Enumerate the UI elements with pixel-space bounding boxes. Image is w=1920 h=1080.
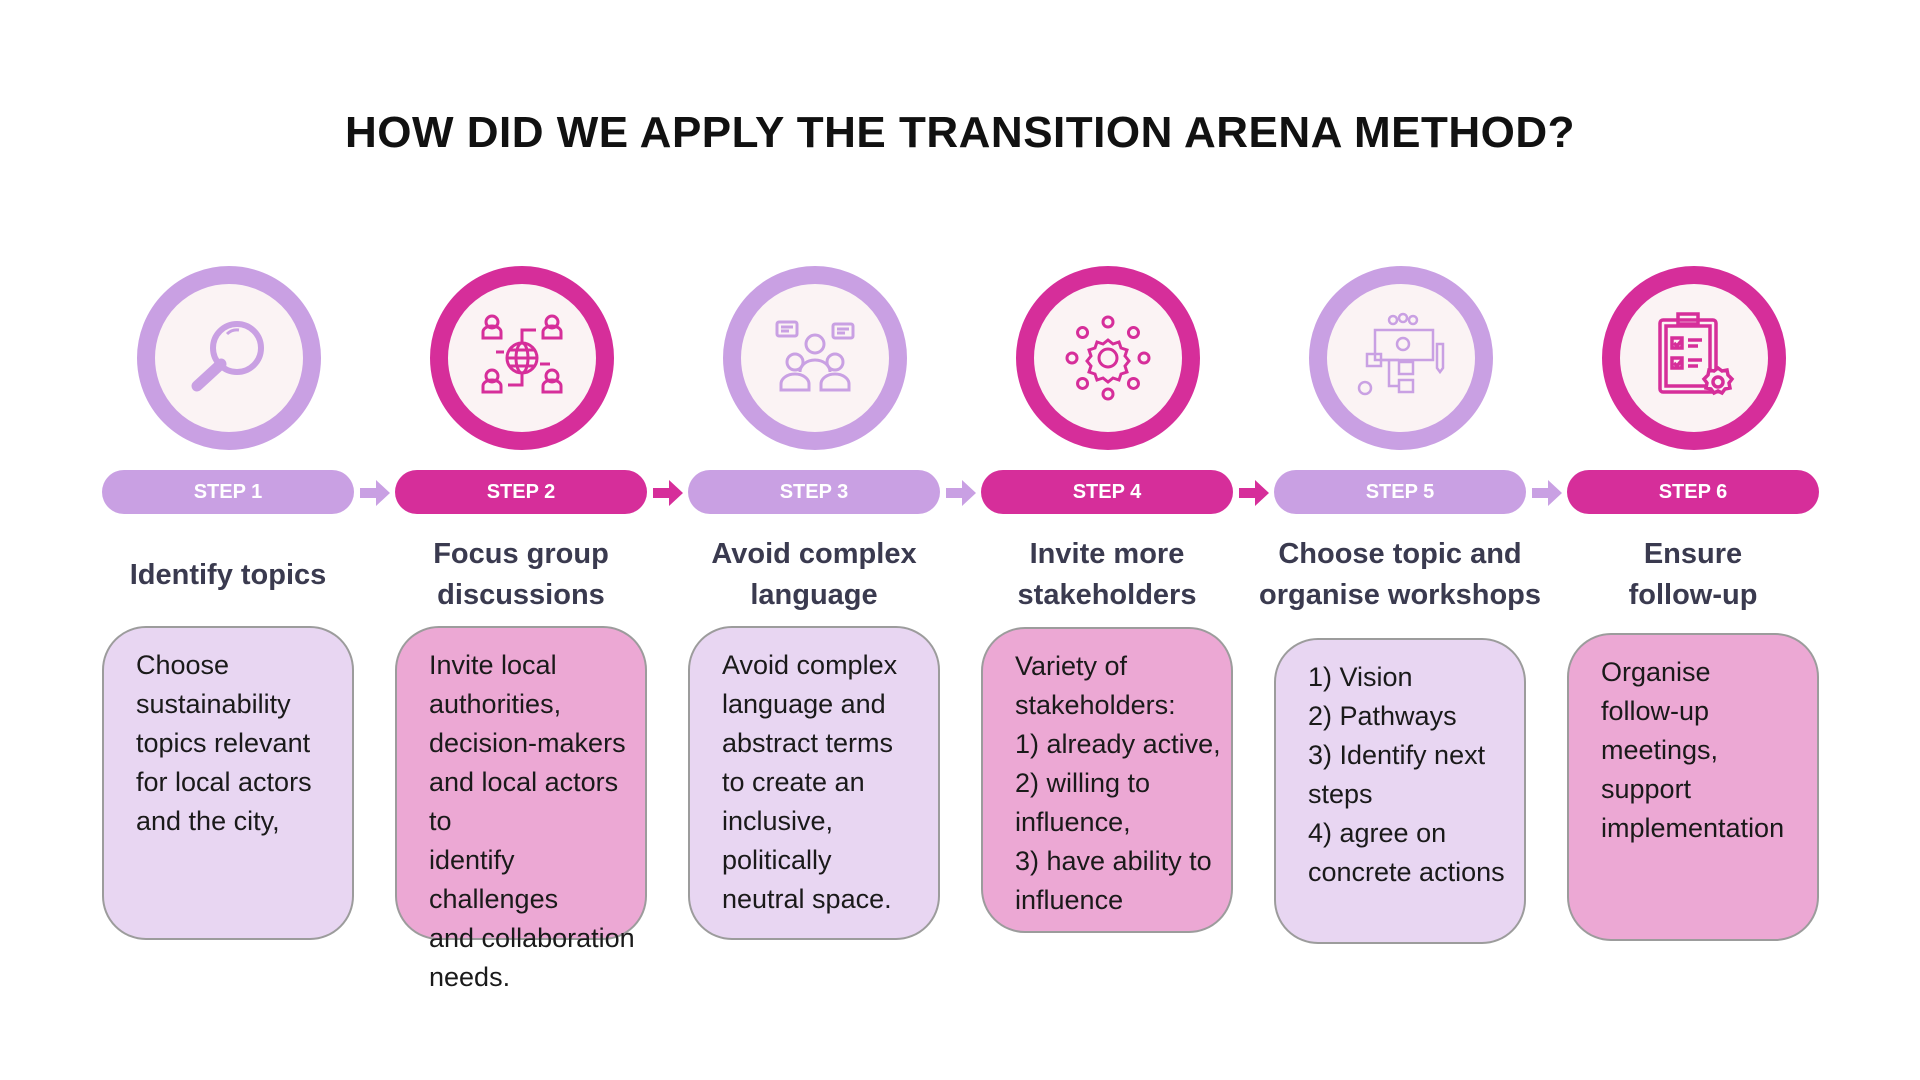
step-heading: Choose topic and organise workshops bbox=[1254, 530, 1546, 620]
step-label: STEP 1 bbox=[102, 470, 354, 514]
page-title: HOW DID WE APPLY THE TRANSITION ARENA ME… bbox=[344, 108, 1576, 157]
step-heading-text: Focus group discussions bbox=[433, 538, 609, 611]
step-icon-circle bbox=[723, 266, 907, 450]
step-heading-text: Ensure follow-up bbox=[1628, 538, 1758, 611]
step-4-column: STEP 4 Invite more stakeholders Variety … bbox=[981, 0, 1233, 1080]
step-label: STEP 6 bbox=[1567, 470, 1819, 514]
step-label: STEP 3 bbox=[688, 470, 940, 514]
step-label: STEP 4 bbox=[981, 470, 1233, 514]
people-chat-icon bbox=[775, 320, 855, 392]
step-heading-text: Choose topic and organise workshops bbox=[1258, 538, 1541, 611]
step-label: STEP 2 bbox=[395, 470, 647, 514]
arrow-right-icon bbox=[360, 480, 390, 506]
step-5-column: STEP 5 Choose topic and organise worksho… bbox=[1259, 0, 1541, 1080]
step-heading-text: Invite more stakeholders bbox=[1017, 538, 1197, 611]
gear-stakeholders-icon bbox=[1065, 315, 1151, 401]
step-heading: Avoid complex language bbox=[668, 530, 960, 620]
step-icon-circle bbox=[1309, 266, 1493, 450]
step-description: Invite local authorities, decision-maker… bbox=[395, 626, 647, 992]
arrow-right-icon bbox=[946, 480, 976, 506]
step-icon-circle bbox=[137, 266, 321, 450]
step-heading: Invite more stakeholders bbox=[961, 530, 1253, 620]
step-description: 1) Vision 2) Pathways 3) Identify next s… bbox=[1274, 638, 1526, 944]
step-heading-text: Identify topics bbox=[129, 558, 327, 591]
step-6-column: STEP 6 Ensure follow-up Organise follow-… bbox=[1567, 0, 1819, 1080]
step-heading: Focus group discussions bbox=[375, 530, 667, 620]
step-label: STEP 5 bbox=[1274, 470, 1526, 514]
step-description: Variety of stakeholders: 1) already acti… bbox=[981, 627, 1233, 933]
step-heading-text: Avoid complex language bbox=[711, 538, 917, 611]
clipboard-gear-icon bbox=[1658, 312, 1735, 396]
step-icon-circle bbox=[1602, 266, 1786, 450]
workshop-board-icon bbox=[1357, 312, 1445, 396]
step-heading: Ensure follow-up bbox=[1547, 530, 1839, 620]
network-people-globe-icon bbox=[481, 314, 563, 394]
step-2-column: STEP 2 Focus group discussions Invite lo… bbox=[395, 0, 647, 1080]
step-description: Avoid complex language and abstract term… bbox=[688, 626, 940, 940]
step-3-column: STEP 3 Avoid complex language Avoid comp… bbox=[688, 0, 940, 1080]
arrow-right-icon bbox=[1239, 480, 1269, 506]
arrow-right-icon bbox=[653, 480, 683, 506]
magnifier-icon bbox=[191, 321, 264, 392]
step-icon-circle bbox=[1016, 266, 1200, 450]
arrow-right-icon bbox=[1532, 480, 1562, 506]
step-description: Organise follow-up meetings, support imp… bbox=[1567, 633, 1819, 941]
step-heading: Identify topics bbox=[82, 530, 374, 620]
step-icon-circle bbox=[430, 266, 614, 450]
step-description: Choose sustainability topics relevant fo… bbox=[102, 626, 354, 940]
step-1-column: STEP 1 Identify topics Choose sustainabi… bbox=[102, 0, 354, 1080]
